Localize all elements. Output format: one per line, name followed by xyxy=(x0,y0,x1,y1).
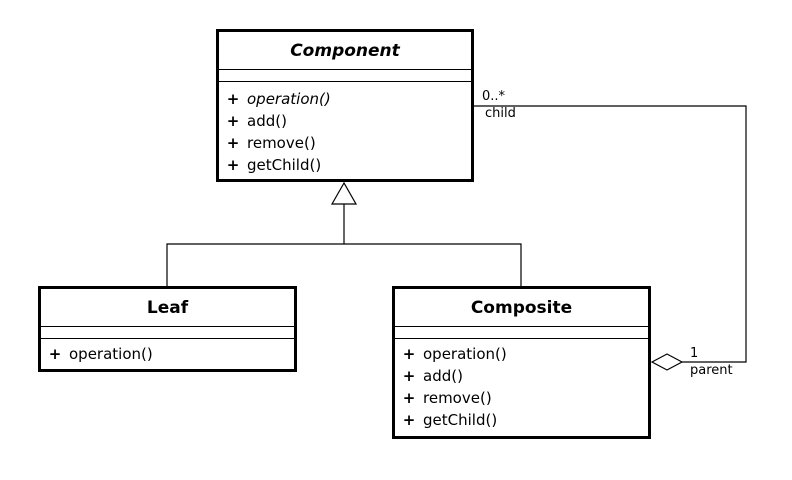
component-class[interactable]: Component + operation() + add() + remove() … xyxy=(216,29,474,182)
component-op-getchild: + getChild() xyxy=(219,154,471,176)
visibility-marker: + xyxy=(226,134,240,152)
operation-label: operation() xyxy=(247,90,331,108)
operation-label: operation() xyxy=(423,345,507,363)
visibility-marker: + xyxy=(226,112,240,130)
visibility-marker: + xyxy=(226,90,240,108)
composite-attributes-compartment xyxy=(395,327,648,339)
component-operations-compartment: + operation() + add() + remove() + getChild(… xyxy=(219,82,471,176)
leaf-class[interactable]: Leaf + operation() xyxy=(38,286,297,372)
composite-op-getchild: + getChild() xyxy=(395,409,648,431)
leaf-attributes-compartment xyxy=(41,327,294,339)
operation-label: getChild() xyxy=(423,411,498,429)
operation-label: remove() xyxy=(423,389,492,407)
composite-op-remove: + remove() xyxy=(395,387,648,409)
visibility-marker: + xyxy=(402,345,416,363)
component-op-add: + add() xyxy=(219,110,471,132)
child-multiplicity: 0..* xyxy=(482,89,506,104)
composite-operations-compartment: + operation() + add() + remove() + getChild(… xyxy=(395,339,648,431)
visibility-marker: + xyxy=(402,367,416,385)
component-op-remove: + remove() xyxy=(219,132,471,154)
operation-label: operation() xyxy=(69,345,153,363)
operation-label: remove() xyxy=(247,134,316,152)
generalization-arrowhead xyxy=(330,181,358,205)
operation-label: getChild() xyxy=(247,156,322,174)
parent-multiplicity: 1 xyxy=(690,346,699,361)
visibility-marker: + xyxy=(226,156,240,174)
operation-label: add() xyxy=(247,112,287,130)
parent-role: parent xyxy=(690,363,733,378)
component-op-operation: + operation() xyxy=(219,88,471,110)
component-attributes-compartment xyxy=(219,70,471,82)
visibility-marker: + xyxy=(402,411,416,429)
aggregation-diamond xyxy=(650,353,684,371)
visibility-marker: + xyxy=(48,345,62,363)
child-role: child xyxy=(485,106,516,121)
component-class-name: Component xyxy=(219,32,471,70)
leaf-class-name: Leaf xyxy=(41,289,294,327)
visibility-marker: + xyxy=(402,389,416,407)
leaf-operations-compartment: + operation() xyxy=(41,339,294,365)
leaf-op-operation: + operation() xyxy=(41,343,294,365)
composite-op-operation: + operation() xyxy=(395,343,648,365)
aggregation-line xyxy=(474,105,747,363)
composite-op-add: + add() xyxy=(395,365,648,387)
composite-class-name: Composite xyxy=(395,289,648,327)
generalization-line xyxy=(166,243,522,287)
composite-class[interactable]: Composite + operation() + add() + remove() … xyxy=(392,286,651,439)
operation-label: add() xyxy=(423,367,463,385)
